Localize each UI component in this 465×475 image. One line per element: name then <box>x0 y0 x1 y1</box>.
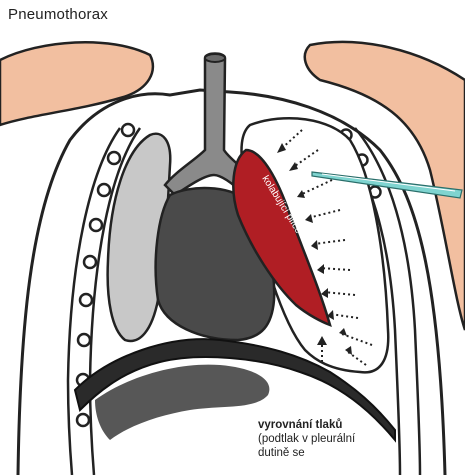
pressure-caption: vyrovnání tlaků (podtlak v pleurální dut… <box>258 418 355 460</box>
caption-heading: vyrovnání tlaků <box>258 418 355 432</box>
diagram-title: Pneumothorax <box>8 6 108 23</box>
caption-line-2: dutině se <box>258 446 355 460</box>
caption-line-1: (podtlak v pleurální <box>258 432 355 446</box>
